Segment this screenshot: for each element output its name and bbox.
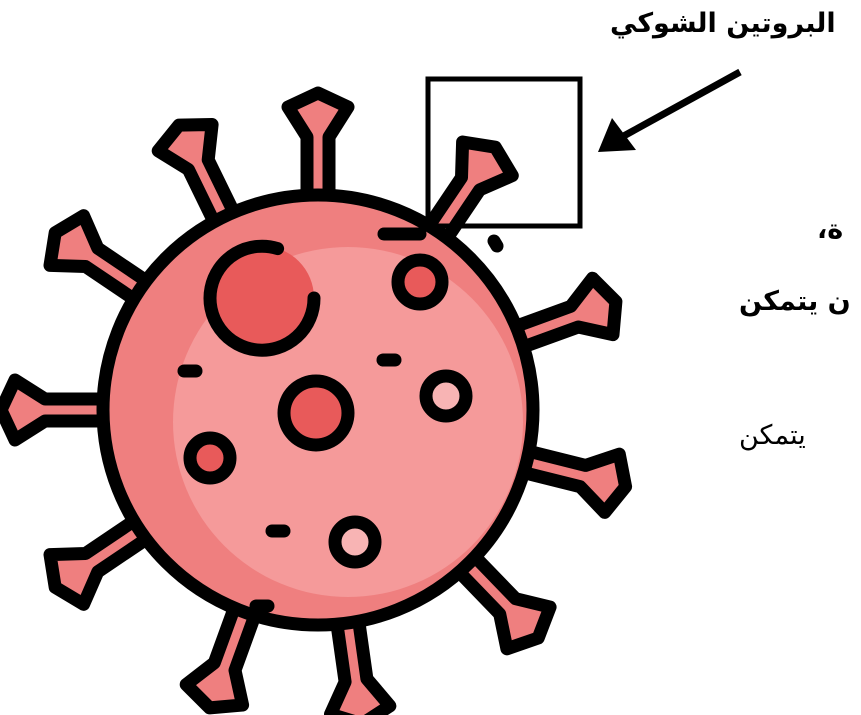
spot-5 (190, 438, 230, 478)
side-text-line-2: ن يتمكن (739, 286, 851, 317)
spike-protein-label: البروتين الشوكي (610, 8, 836, 39)
dash-6 (494, 241, 497, 246)
spot-4 (426, 376, 466, 416)
side-text-line-3: يتمكن (739, 420, 806, 451)
virus-icon (1, 93, 626, 715)
spot-2 (398, 260, 442, 304)
side-text-line-1: ة، (817, 214, 843, 245)
spot-6 (335, 522, 375, 562)
arrow-icon (598, 72, 740, 152)
spot-3 (284, 381, 348, 445)
